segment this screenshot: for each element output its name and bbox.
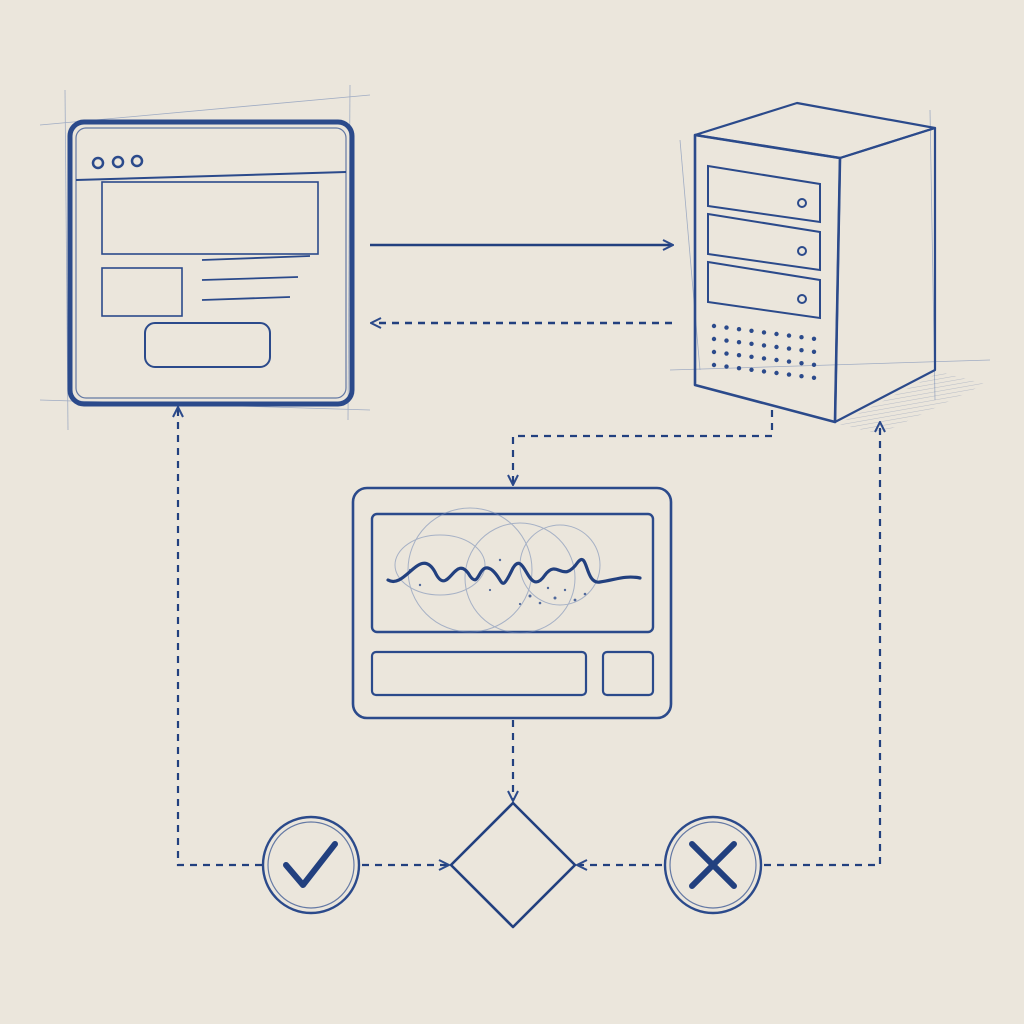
edge-failure-to-server bbox=[764, 423, 880, 867]
vent-dot bbox=[761, 330, 767, 335]
vent-dot bbox=[811, 336, 817, 341]
vent-dot bbox=[749, 354, 754, 359]
vent-dot bbox=[799, 335, 804, 340]
vent-dot bbox=[799, 361, 804, 366]
decision-diamond-icon bbox=[449, 801, 577, 929]
vent-dot bbox=[774, 331, 779, 337]
vent-dot bbox=[761, 356, 767, 361]
vent-dot bbox=[736, 327, 742, 332]
vent-dot bbox=[711, 349, 717, 355]
vent-dot bbox=[711, 336, 717, 342]
vent-dot bbox=[761, 369, 767, 374]
vent-dot bbox=[786, 333, 792, 338]
browser-window-icon bbox=[39, 84, 371, 431]
vent-dot bbox=[724, 325, 729, 330]
vent-dot bbox=[774, 370, 779, 376]
server-tower-icon bbox=[669, 101, 991, 434]
vent-dot bbox=[811, 362, 817, 367]
checkmark-circle-icon bbox=[261, 815, 361, 915]
vent-dot bbox=[786, 372, 792, 377]
edge-server-to-monitor bbox=[513, 410, 774, 484]
signal-monitor-icon bbox=[351, 486, 673, 720]
vent-dot bbox=[799, 374, 804, 379]
vent-dot bbox=[811, 349, 817, 354]
vent-dot bbox=[724, 351, 729, 356]
vent-dot bbox=[724, 364, 729, 369]
vent-dot bbox=[749, 328, 754, 333]
vent-dot bbox=[749, 341, 754, 346]
vent-dot bbox=[811, 375, 817, 380]
vent-dot bbox=[724, 338, 729, 343]
vent-dot bbox=[786, 346, 792, 351]
vent-dot bbox=[711, 362, 717, 368]
vent-dot bbox=[736, 353, 742, 358]
vent-dot bbox=[749, 367, 754, 372]
connector-lines bbox=[178, 245, 880, 865]
vent-dot bbox=[736, 340, 742, 345]
vent-dot bbox=[774, 357, 779, 363]
vent-dot bbox=[736, 366, 742, 371]
vent-dot bbox=[799, 348, 804, 353]
vent-dot bbox=[761, 343, 767, 348]
vent-dot bbox=[786, 359, 792, 364]
x-circle-icon bbox=[663, 815, 763, 915]
vent-dot bbox=[774, 344, 779, 350]
vent-dot bbox=[711, 323, 717, 329]
edge-success-to-browser bbox=[178, 408, 262, 867]
